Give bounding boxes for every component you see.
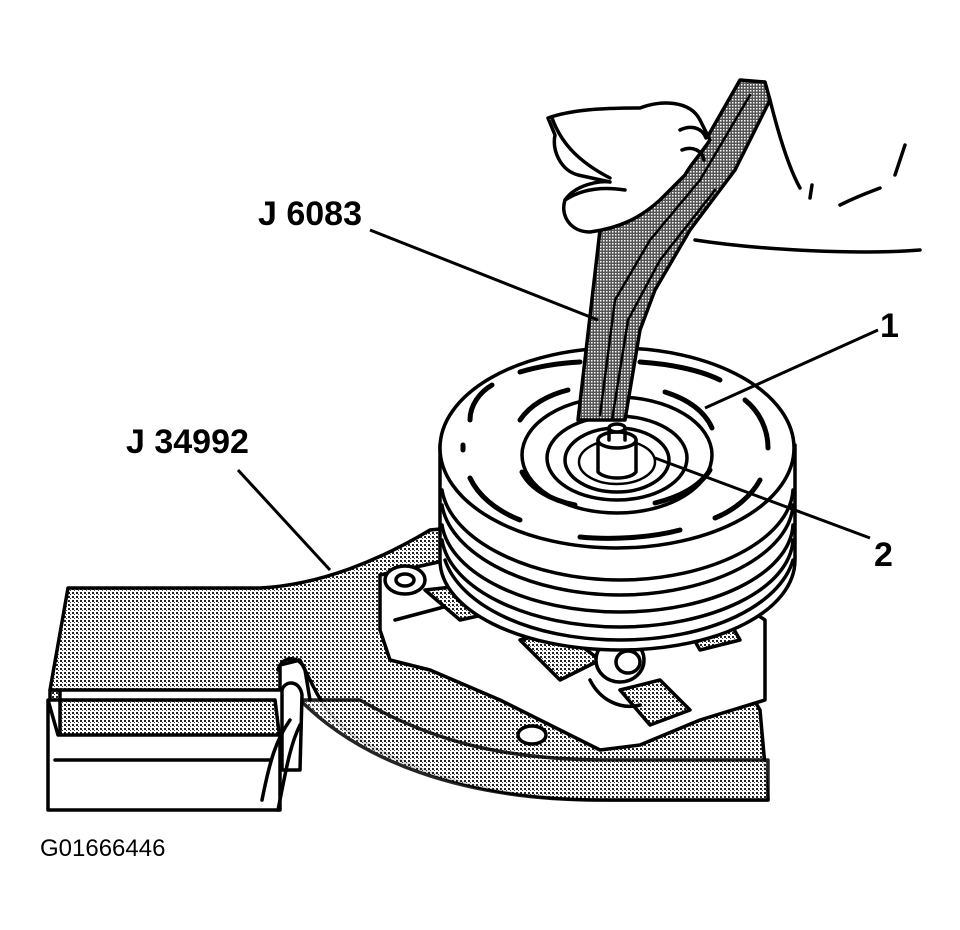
label-item-1: 1 [880,307,899,345]
label-item-2: 2 [874,536,893,574]
leader-j34992 [236,468,332,572]
clutch-pulley-assembly [438,346,797,652]
figure-id: G01666446 [40,835,165,862]
technician-hand [546,98,922,254]
leader-j6083 [369,228,599,322]
label-j6083: J 6083 [258,195,362,233]
leader-item-2 [654,456,871,540]
leader-item-1 [704,328,879,410]
label-j34992: J 34992 [126,423,249,461]
